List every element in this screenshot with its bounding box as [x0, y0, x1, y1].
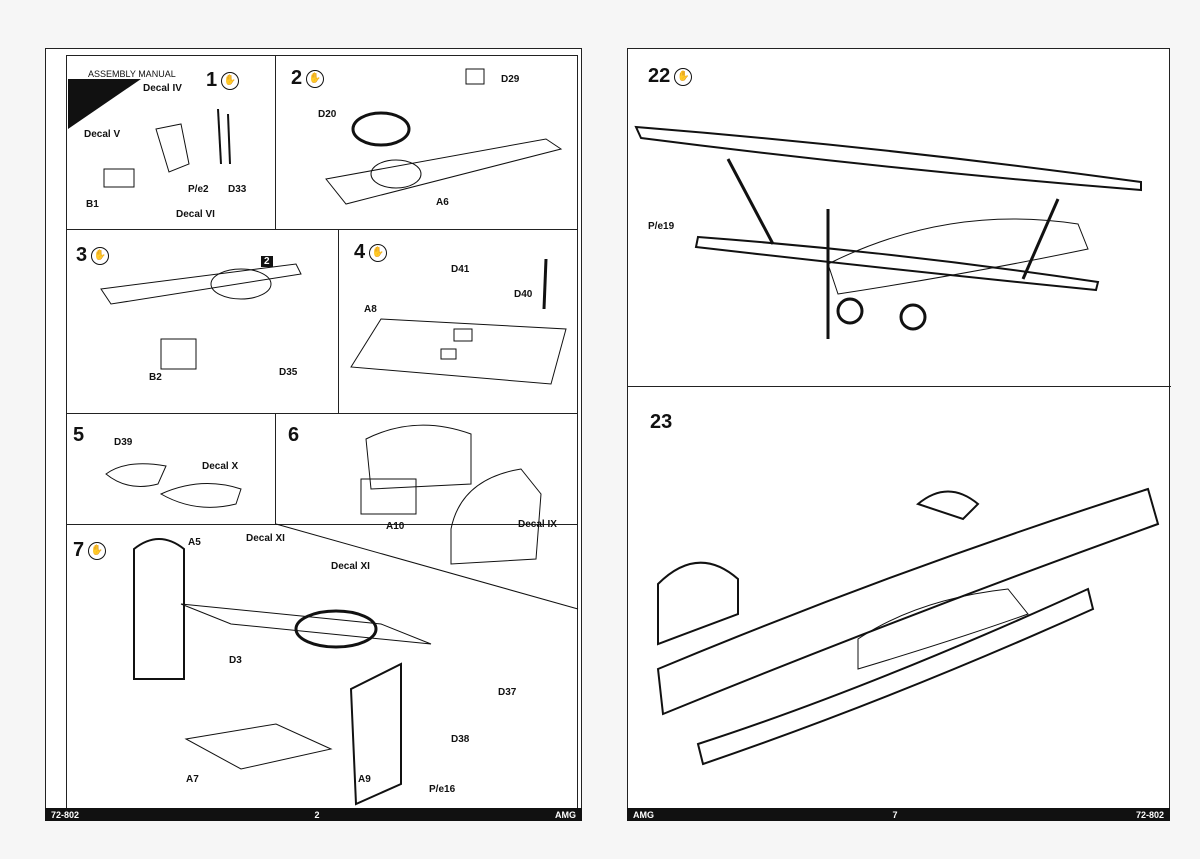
label-d29: D29	[501, 74, 520, 85]
manual-header-label: ASSEMBLY MANUAL	[88, 69, 176, 79]
step5-windscreen	[105, 463, 167, 487]
label-a8: A8	[364, 304, 377, 315]
step-number-1: 1✋	[206, 69, 240, 92]
step-number-4: 4✋	[354, 241, 388, 264]
label-d33: D33	[228, 184, 247, 195]
right-page: 22✋ P/e19 23	[627, 48, 1171, 818]
label-a5: A5	[188, 537, 201, 548]
label-pe16: P/e16	[429, 784, 456, 795]
step7-bulkhead-a5	[133, 538, 185, 680]
label-decal-vi: Decal VI	[176, 209, 215, 220]
label-pe2: P/e2	[188, 184, 209, 195]
label-d35: D35	[279, 367, 298, 378]
footer-code: 72-802	[51, 809, 80, 820]
glue-hand-icon: ✋	[306, 69, 325, 88]
glue-hand-icon: ✋	[674, 67, 693, 86]
label-d38: D38	[451, 734, 470, 745]
glue-hand-icon: ✋	[369, 243, 388, 262]
aircraft-drawings	[634, 125, 1160, 766]
label-d20: D20	[318, 109, 337, 120]
step3-frame	[100, 263, 302, 305]
label-decal-x: Decal X	[202, 461, 239, 472]
step-number-3: 3✋	[76, 244, 110, 267]
step6-bulkhead	[365, 424, 472, 490]
step4-panel-a8	[350, 318, 567, 385]
label-a7: A7	[186, 774, 199, 785]
step-number-6: 6	[288, 424, 300, 446]
step6-instrument-panel	[450, 468, 542, 565]
glue-hand-icon: ✋	[221, 71, 240, 90]
footer-page-number: 2	[314, 809, 320, 820]
upper-wing	[634, 125, 1142, 192]
step-number-2: 2✋	[291, 67, 325, 90]
fuselage	[827, 218, 1089, 295]
line-drawings	[68, 68, 579, 806]
manual-corner-triangle	[68, 79, 141, 129]
lower-wing-23	[696, 587, 1095, 766]
label-d40: D40	[514, 289, 533, 300]
label-d3: D3	[229, 655, 242, 666]
label-a6: A6	[436, 197, 449, 208]
sub-step-badge: 2	[261, 256, 273, 267]
step1-seat	[155, 123, 190, 173]
step-number-23: 23	[650, 411, 673, 433]
lower-wing	[694, 235, 1100, 292]
wing-detail-callout	[657, 561, 739, 646]
left-page-footer: 72-802 2 AMG	[45, 808, 582, 821]
step-number-7: 7✋	[73, 539, 107, 562]
step2-floor-a6	[325, 138, 563, 205]
step-number-22: 22✋	[648, 65, 693, 88]
footer-brand: AMG	[633, 809, 654, 820]
label-b1: B1	[86, 199, 99, 210]
footer-brand: AMG	[554, 809, 576, 820]
footer-code: 72-802	[1135, 809, 1164, 820]
step-22-panel	[628, 49, 1171, 387]
label-decal-xi-2: Decal XI	[331, 561, 370, 572]
step1-part-b1	[103, 168, 135, 188]
label-b2: B2	[149, 372, 162, 383]
label-d39: D39	[114, 437, 133, 448]
step7-bulkhead-a9	[349, 662, 402, 806]
label-d41: D41	[451, 264, 470, 275]
wingtip-detail-callout	[915, 490, 980, 521]
step7-floor-a7	[184, 723, 333, 770]
label-d37: D37	[498, 687, 517, 698]
upper-wing-23	[656, 487, 1160, 716]
label-decal-ix: Decal IX	[518, 519, 557, 530]
label-decal-iv: Decal IV	[143, 83, 182, 94]
label-a10: A10	[386, 521, 405, 532]
label-a9: A9	[358, 774, 371, 785]
glue-hand-icon: ✋	[88, 541, 107, 560]
left-page: ASSEMBLY MANUAL 1✋ Decal IV Decal V B1 P…	[45, 48, 582, 818]
label-decal-xi-1: Decal XI	[246, 533, 285, 544]
step7-floor	[180, 603, 432, 645]
step-number-5: 5	[73, 424, 85, 446]
label-pe19: P/e19	[648, 221, 675, 232]
footer-page-number: 7	[892, 809, 898, 820]
right-page-footer: AMG 7 72-802	[627, 808, 1170, 821]
label-decal-v: Decal V	[84, 129, 121, 140]
glue-hand-icon: ✋	[91, 246, 110, 265]
